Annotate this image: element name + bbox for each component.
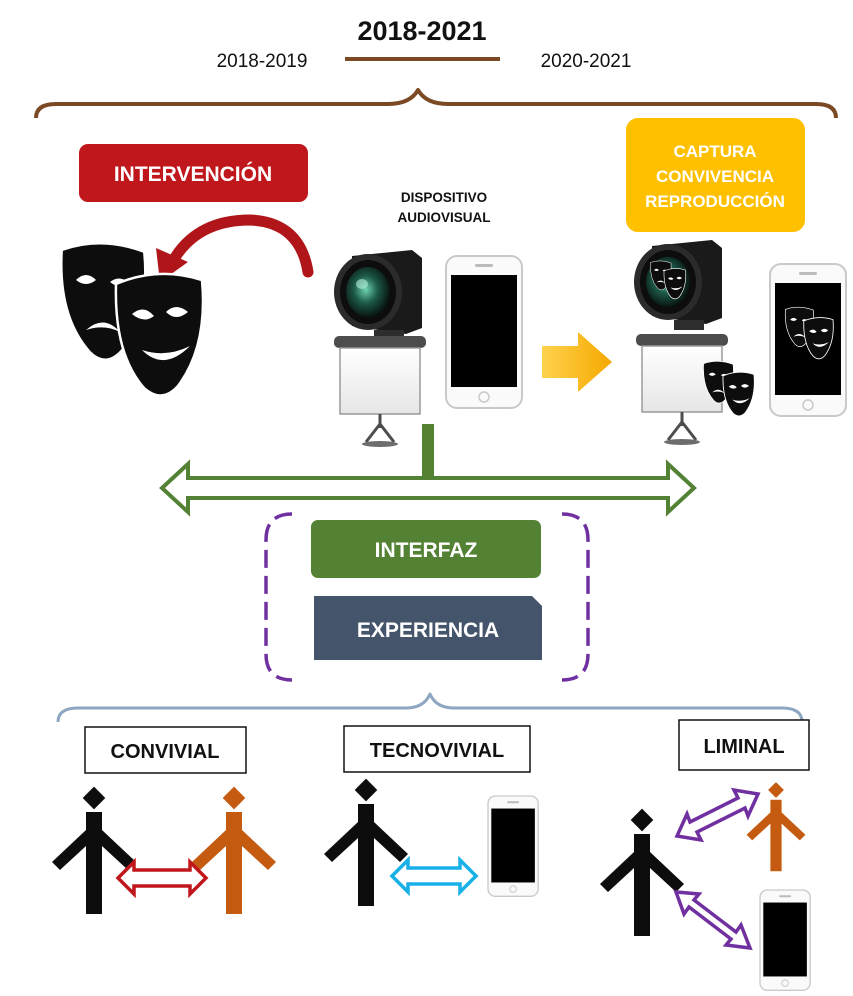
green-connector	[422, 424, 434, 480]
category-tecnovivial: TECNOVIVIAL	[370, 740, 504, 762]
dispositivo-line1: DISPOSITIVO	[401, 190, 487, 205]
smartphone-icon	[445, 255, 523, 409]
main-title: 2018-2021	[357, 16, 486, 46]
category-box-convivial	[84, 726, 247, 774]
person-icon	[192, 786, 276, 914]
person-icon	[52, 786, 136, 914]
person-icon	[600, 808, 684, 936]
smartphone-icon	[759, 889, 811, 991]
captura-line1: CAPTURA	[673, 142, 756, 161]
captura-line2: CONVIVENCIA	[656, 167, 774, 186]
double-arrow-icon	[389, 855, 479, 897]
captura-line3: REPRODUCCIÓN	[645, 192, 785, 211]
period-right: 2020-2021	[541, 51, 632, 72]
dispositivo-line2: AUDIOVISUAL	[397, 210, 490, 225]
yellow-arrow-icon	[542, 332, 612, 392]
camera-lens-icon	[334, 250, 422, 340]
category-convivial: CONVIVIAL	[111, 741, 220, 763]
bracket-left	[264, 512, 293, 682]
curved-arrow-icon	[170, 214, 314, 278]
person-icon	[324, 778, 408, 906]
intervencion-label: INTERVENCIÓN	[114, 162, 272, 186]
period-left: 2018-2019	[217, 51, 308, 72]
smartphone-icon	[487, 795, 539, 897]
double-arrow-icon	[673, 787, 761, 951]
projector-screen-icon	[332, 334, 428, 449]
category-box-liminal	[678, 719, 810, 771]
experiencia-label: EXPERIENCIA	[357, 619, 499, 642]
double-arrow-icon	[115, 857, 209, 899]
experiencia-box	[314, 596, 542, 660]
category-box-tecnovivial	[343, 725, 531, 773]
interfaz-box	[311, 520, 541, 578]
interfaz-label: INTERFAZ	[375, 539, 478, 562]
category-liminal: LIMINAL	[703, 736, 784, 758]
bracket-right	[561, 512, 590, 682]
captura-box	[626, 118, 805, 232]
top-brace	[34, 88, 838, 119]
bottom-brace	[56, 692, 804, 723]
intervencion-box	[79, 144, 308, 202]
